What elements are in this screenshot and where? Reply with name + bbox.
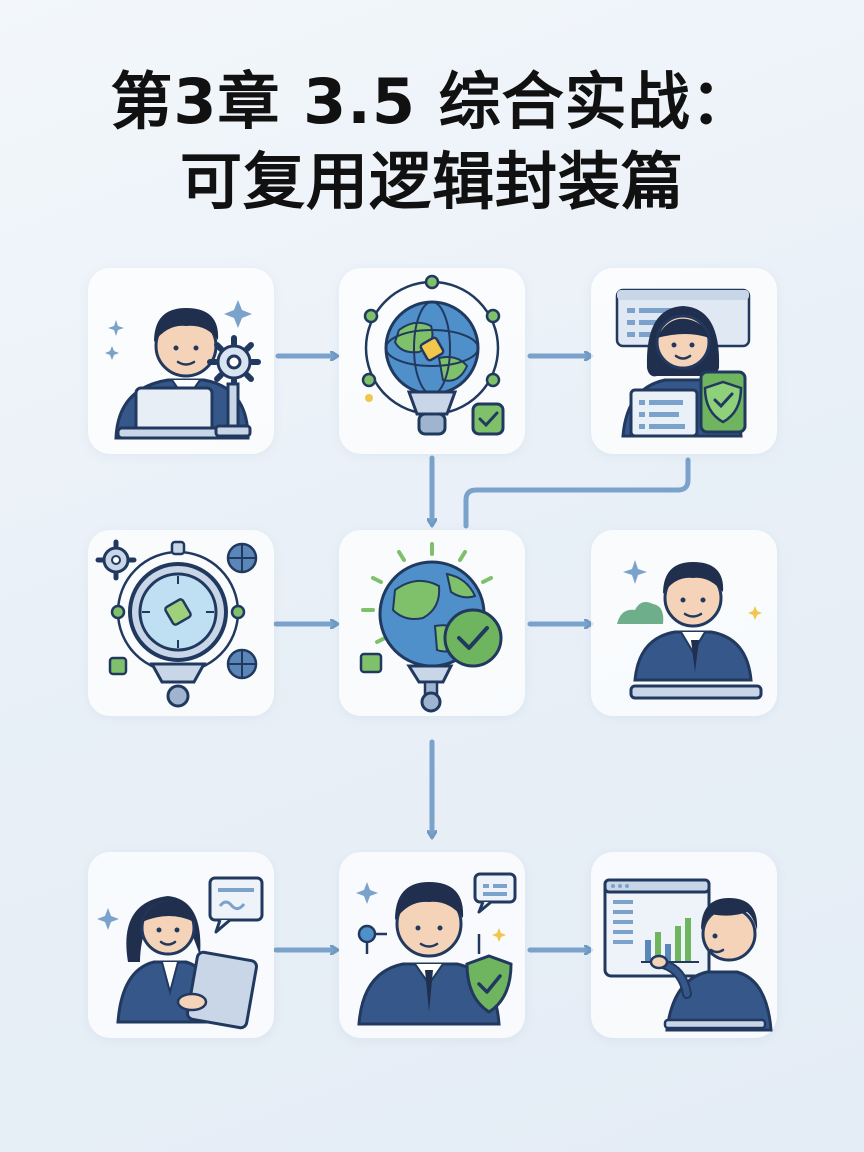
developer-gear-illustration <box>88 268 274 454</box>
presenter-desk-illustration <box>591 530 777 716</box>
card-developer-security <box>339 852 525 1038</box>
analyst-dashboard-illustration <box>591 852 777 1038</box>
card-presenter-desk <box>591 530 777 716</box>
card-reviewer-shield <box>591 268 777 454</box>
title-line-2: 可复用逻辑封装篇 <box>0 142 864 222</box>
card-woman-tablet <box>88 852 274 1038</box>
card-developer-gear <box>88 268 274 454</box>
globe-bulb-network-illustration <box>339 268 525 454</box>
page-title: 第3章 3.5 综合实战： 可复用逻辑封装篇 <box>0 62 864 222</box>
reviewer-shield-illustration <box>591 268 777 454</box>
card-globe-check-bulb <box>339 530 525 716</box>
title-line-1: 第3章 3.5 综合实战： <box>0 62 864 142</box>
card-gear-compass-bulb <box>88 530 274 716</box>
card-analyst-dashboard <box>591 852 777 1038</box>
gear-compass-bulb-illustration <box>88 530 274 716</box>
card-globe-bulb-network <box>339 268 525 454</box>
arrow-connector-right <box>466 460 688 526</box>
developer-security-illustration <box>339 852 525 1038</box>
woman-tablet-illustration <box>88 852 274 1038</box>
globe-check-bulb-illustration <box>339 530 525 716</box>
